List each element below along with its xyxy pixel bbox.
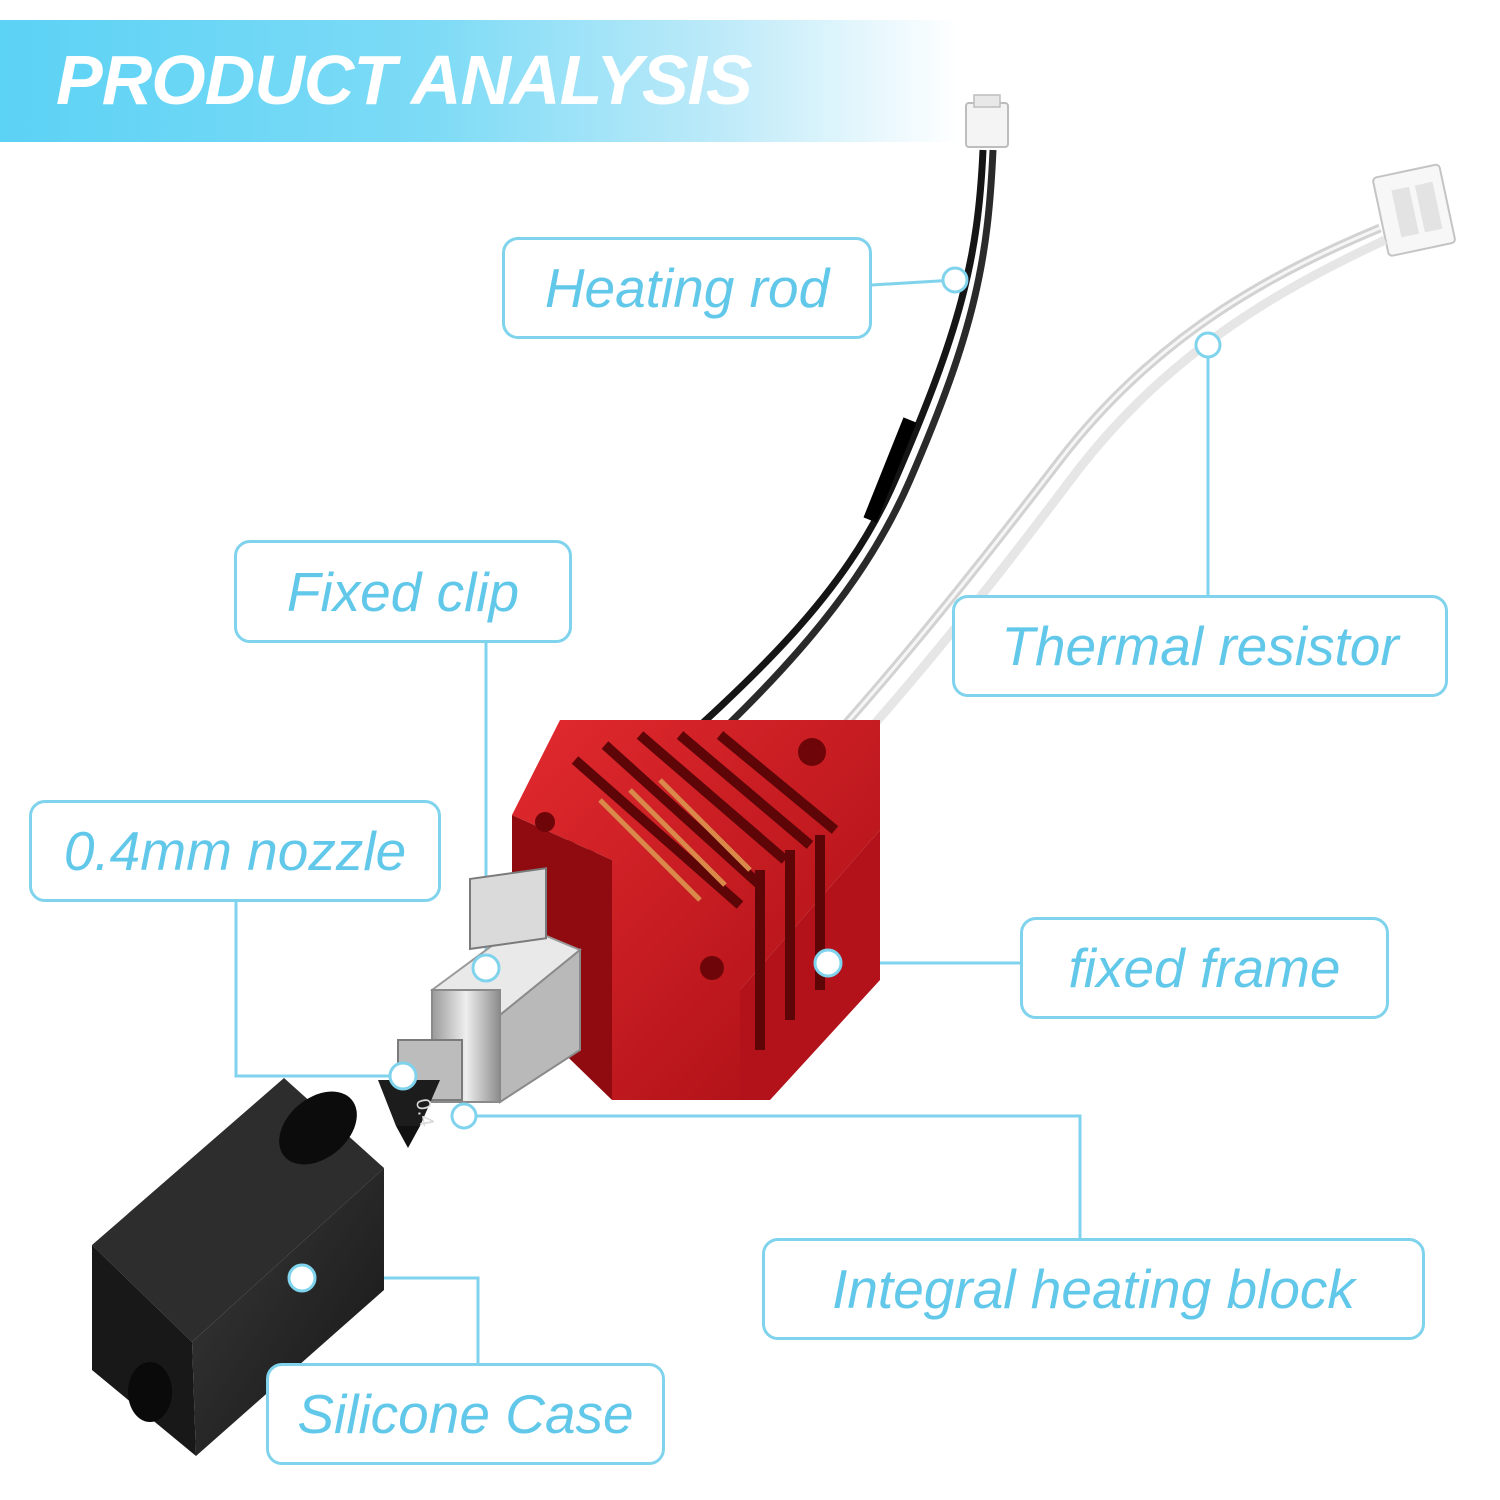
label-silicone-case: Silicone Case: [266, 1363, 665, 1465]
label-fixed-frame: fixed frame: [1020, 917, 1389, 1019]
nozzle-marking: 0.4: [411, 1097, 437, 1128]
label-integral-heating-block: Integral heating block: [762, 1238, 1425, 1340]
fixed-frame-red: [512, 720, 880, 1100]
banner-title: PRODUCT ANALYSIS: [56, 41, 753, 119]
callout-dots: [287, 266, 1222, 1293]
label-thermal-resistor: Thermal resistor: [952, 595, 1448, 697]
silicone-case: [92, 1078, 384, 1456]
label-nozzle: 0.4mm nozzle: [29, 800, 441, 902]
label-heating-rod: Heating rod: [502, 237, 872, 339]
label-fixed-clip: Fixed clip: [234, 540, 572, 643]
header-banner: [0, 20, 960, 142]
